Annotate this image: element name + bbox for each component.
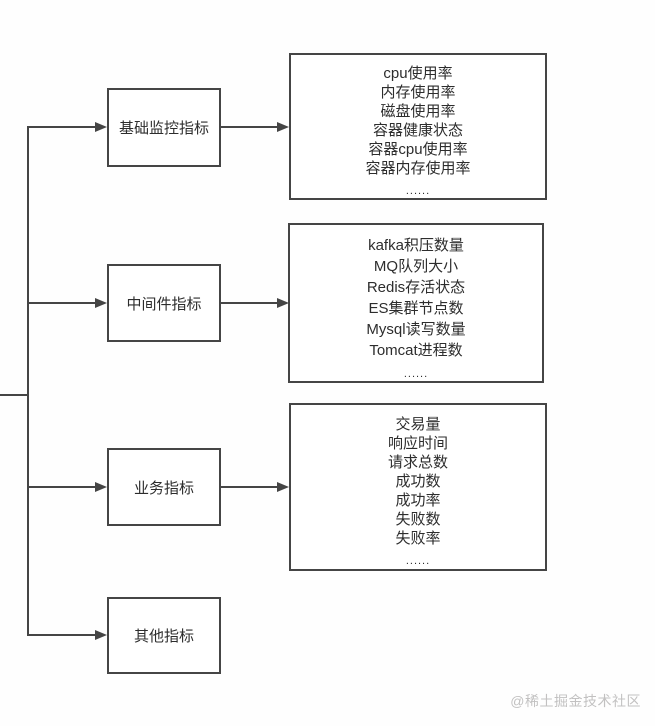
metric-item: 成功率	[395, 492, 441, 509]
metric-item: 容器健康状态	[372, 122, 463, 139]
branch-arrow-other-icon	[95, 630, 107, 640]
link-arrow-basic-icon	[277, 122, 289, 132]
category-label-business: 业务指标	[133, 479, 194, 497]
ellipsis-basic: ......	[405, 185, 431, 197]
link-line-middleware	[220, 302, 278, 304]
metric-item: 成功数	[395, 473, 441, 490]
link-arrow-middleware-icon	[277, 298, 289, 308]
metric-item: cpu使用率	[383, 65, 453, 82]
trunk-line	[27, 126, 29, 636]
metric-item: 内存使用率	[380, 84, 456, 101]
metric-item: kafka积压数量	[368, 236, 464, 254]
category-box-business: 业务指标	[107, 448, 221, 526]
metrics-box-middleware: kafka积压数量 MQ队列大小 Redis存活状态 ES集群节点数 Mysql读写数量…	[288, 223, 544, 383]
branch-arrow-basic-icon	[95, 122, 107, 132]
link-line-business	[220, 486, 278, 488]
metric-item: 磁盘使用率	[380, 103, 456, 120]
metric-item: MQ队列大小	[373, 257, 459, 275]
category-box-basic: 基础监控指标	[107, 88, 221, 167]
metrics-list-basic: cpu使用率内存使用率磁盘使用率容器健康状态容器cpu使用率容器内存使用率	[365, 64, 470, 178]
category-label-basic: 基础监控指标	[118, 120, 209, 137]
category-box-middleware: 中间件指标	[107, 264, 221, 342]
watermark: @稀土掘金技术社区	[510, 693, 641, 709]
metric-item: Redis存活状态	[366, 278, 466, 296]
category-box-other: 其他指标	[107, 597, 221, 674]
branch-line-business	[27, 486, 96, 488]
link-line-basic	[220, 126, 278, 128]
metrics-box-business: 交易量响应时间请求总数成功数成功率失败数失败率 ......	[289, 403, 547, 571]
metric-item: Mysql读写数量	[366, 320, 466, 338]
metrics-list-business: 交易量响应时间请求总数成功数成功率失败数失败率	[388, 415, 448, 548]
ellipsis-middleware: ......	[403, 367, 429, 380]
branch-arrow-business-icon	[95, 482, 107, 492]
metrics-box-basic: cpu使用率内存使用率磁盘使用率容器健康状态容器cpu使用率容器内存使用率 ..…	[289, 53, 547, 200]
category-label-other: 其他指标	[133, 628, 194, 645]
metric-item: 响应时间	[387, 435, 448, 452]
metric-item: 失败率	[395, 530, 441, 547]
metric-item: 交易量	[395, 416, 441, 433]
metric-item: 请求总数	[387, 454, 448, 471]
metrics-list-middleware: kafka积压数量 MQ队列大小 Redis存活状态 ES集群节点数 Mysql读写数量…	[366, 235, 465, 361]
branch-line-other	[27, 634, 96, 636]
root-line	[0, 394, 29, 396]
ellipsis-business: ......	[405, 555, 431, 567]
metric-item: Tomcat进程数	[369, 341, 463, 359]
branch-line-middleware	[27, 302, 96, 304]
branch-arrow-middleware-icon	[95, 298, 107, 308]
metric-item: 容器内存使用率	[365, 160, 471, 177]
branch-line-basic	[27, 126, 96, 128]
metric-item: ES集群节点数	[368, 299, 464, 317]
metric-item: 失败数	[395, 511, 441, 528]
link-arrow-business-icon	[277, 482, 289, 492]
metric-item: 容器cpu使用率	[368, 141, 468, 158]
category-label-middleware: 中间件指标	[126, 295, 202, 313]
